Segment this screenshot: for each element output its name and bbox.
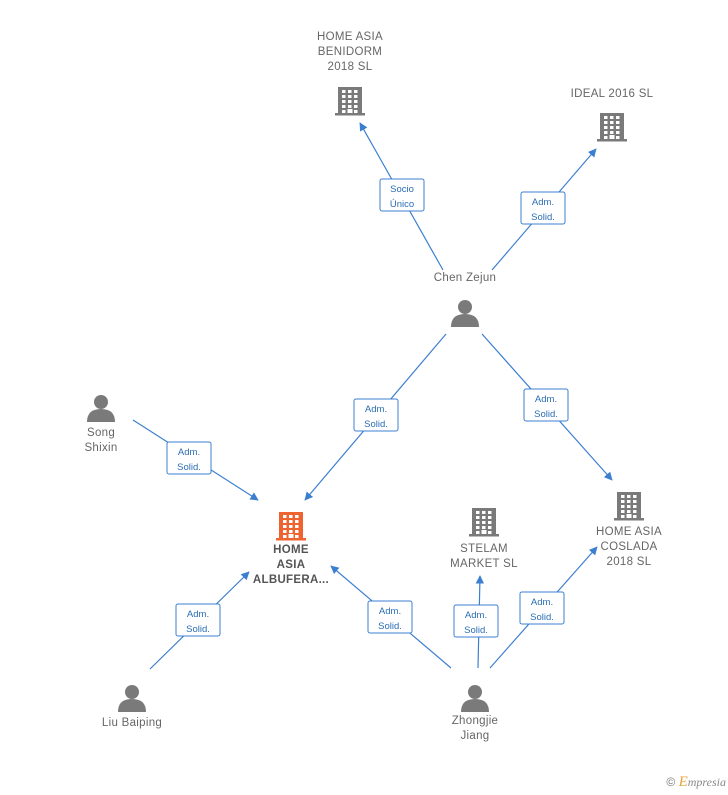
building-icon [276, 512, 306, 541]
edge-label-text: Adm. [379, 606, 401, 617]
node-label: HOME ASIA [596, 526, 662, 538]
node-label: ASIA [277, 559, 306, 571]
edge-label-text: Adm. [187, 609, 209, 620]
edge-label-text: Adm. [532, 197, 554, 208]
node-label: STELAM [460, 543, 508, 555]
node-home-asia-albufera[interactable]: HOME ASIA ALBUFERA... [253, 512, 329, 586]
edge-label[interactable]: Adm. Solid. [367, 600, 413, 634]
building-icon [335, 87, 365, 116]
person-icon [118, 685, 146, 712]
edge-label-text: Adm. [365, 404, 387, 415]
node-label: Shixin [84, 442, 117, 454]
edge-label[interactable]: Adm. Solid. [519, 591, 565, 625]
node-label: BENIDORM [318, 46, 382, 58]
node-label: MARKET SL [450, 558, 518, 570]
node-label: Song [87, 427, 115, 439]
edge-label-box [519, 591, 565, 625]
building-icon [469, 508, 499, 537]
edge-label-text: Adm. [531, 597, 553, 608]
building-icon [614, 492, 644, 521]
copyright-symbol: © [666, 775, 676, 789]
brand-initial: E [678, 774, 688, 790]
node-label: HOME [273, 544, 309, 556]
edge-label[interactable]: Adm. Solid. [523, 388, 569, 422]
edge-label-text: Socio [390, 184, 414, 195]
edge-label[interactable]: Adm. Solid. [175, 603, 221, 637]
edge-label-text: Solid. [531, 212, 555, 223]
edge-label-text: Solid. [186, 624, 210, 635]
edge-label[interactable]: Adm. Solid. [520, 191, 566, 225]
person-icon [461, 685, 489, 712]
edge-label-text: Adm. [465, 610, 487, 621]
brand-name: mpresia [687, 775, 726, 789]
nodes-layer: HOME ASIA BENIDORM 2018 SL IDEAL 2016 SL Che… [84, 31, 662, 742]
node-stelam-market[interactable]: STELAM MARKET SL [450, 508, 518, 570]
person-icon [87, 395, 115, 422]
node-ideal-2016[interactable]: IDEAL 2016 SL [571, 88, 654, 142]
edge-label-box [523, 388, 569, 422]
node-label: Jiang [461, 730, 490, 742]
node-chen-zejun[interactable]: Chen Zejun [434, 272, 496, 327]
edge-label-text: Único [390, 199, 414, 210]
node-label: HOME ASIA [317, 31, 383, 43]
edge-label-box [353, 398, 399, 432]
node-home-asia-coslada[interactable]: HOME ASIA COSLADA 2018 SL [596, 492, 662, 568]
node-label: ALBUFERA... [253, 574, 329, 586]
node-label: 2018 SL [607, 556, 652, 568]
edge-label-text: Solid. [364, 419, 388, 430]
edge-label-text: Adm. [178, 447, 200, 458]
node-label: 2018 SL [328, 61, 373, 73]
node-home-asia-benidorm[interactable]: HOME ASIA BENIDORM 2018 SL [317, 31, 383, 116]
node-label: Liu Baiping [102, 717, 162, 729]
edge-label-text: Solid. [534, 409, 558, 420]
node-label: COSLADA [600, 541, 657, 553]
edge-label[interactable]: Adm. Solid. [453, 604, 499, 638]
edge-label-text: Solid. [530, 612, 554, 623]
edge-label[interactable]: Adm. Solid. [166, 441, 212, 475]
node-label: Chen Zejun [434, 272, 496, 284]
edge-label[interactable]: Adm. Solid. [353, 398, 399, 432]
node-label: IDEAL 2016 SL [571, 88, 654, 100]
person-icon [451, 300, 479, 327]
edge-label-text: Solid. [378, 621, 402, 632]
edge-label-box [453, 604, 499, 638]
edge-label-box [175, 603, 221, 637]
edge-label-box [367, 600, 413, 634]
node-liu-baiping[interactable]: Liu Baiping [102, 685, 162, 729]
empresia-watermark: © Empresia [666, 774, 726, 791]
edge-label-box [166, 441, 212, 475]
edge-label-text: Solid. [464, 625, 488, 636]
building-icon [597, 113, 627, 142]
edge-label-box [379, 178, 425, 212]
edge-label-box [520, 191, 566, 225]
edge-label-text: Adm. [535, 394, 557, 405]
edge-label-text: Solid. [177, 462, 201, 473]
node-label: Zhongjie [452, 715, 499, 727]
